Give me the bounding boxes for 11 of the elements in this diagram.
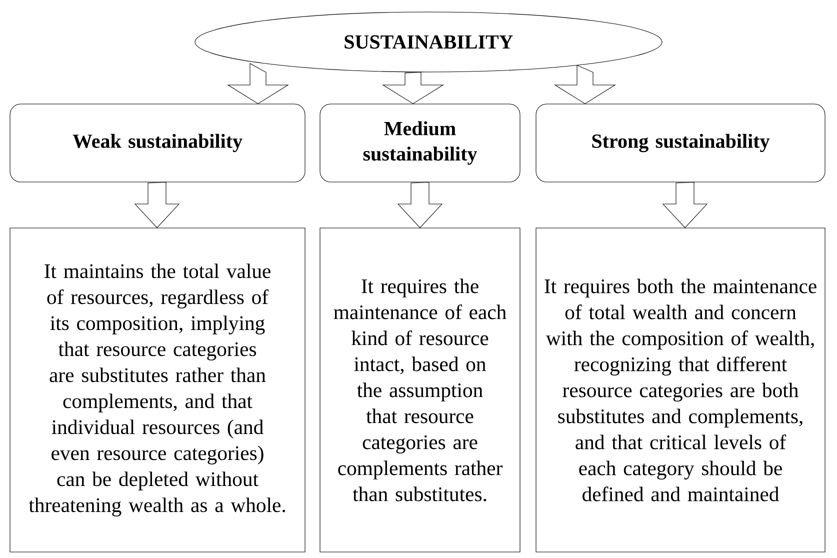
description-box: It requires both the maintenance of total wealth and concern with the composition of wealth, recognizing that different resource categories are both substitutes and complements, and that critical levels of each category should be defined and maintained: [536, 228, 826, 552]
description-box: It maintains the total value of resources, regardless of its composition, implying that resource categories are substitutes rather than complements, and that individual resources (and even resource categories) can be depleted without threatening wealth as a whole.: [10, 228, 306, 552]
block-arrow: [227, 63, 289, 104]
category-box: Weak sustainability: [10, 104, 306, 182]
block-arrow: [134, 182, 180, 228]
block-arrow: [397, 182, 443, 228]
block-arrow: [662, 182, 708, 228]
category-box: Medium sustainability: [320, 104, 520, 182]
block-arrow: [382, 72, 444, 104]
description-box: It requires the maintenance of each kind of resource intact, based on the assumption that resource categories are complements rather than substitutes.: [320, 228, 520, 552]
category-box: Strong sustainability: [536, 104, 826, 182]
